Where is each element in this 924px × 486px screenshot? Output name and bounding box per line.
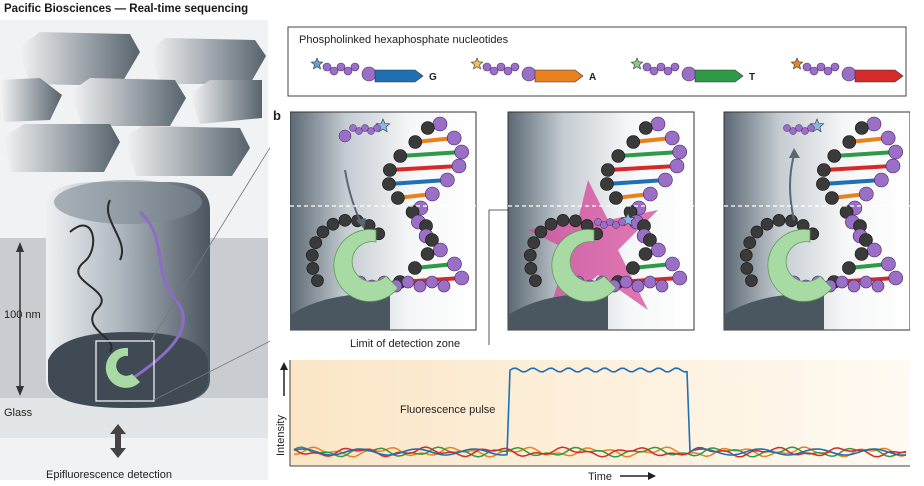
legend-item-a: A — [470, 57, 596, 83]
pulse-label: Fluorescence pulse — [400, 404, 495, 416]
polymerase — [767, 229, 833, 302]
sequencing-frame-3 — [723, 111, 910, 331]
figure-title: Pacific Biosciences — Real-time sequenci… — [4, 3, 249, 15]
detection-zone-label: Limit of detection zone — [350, 338, 461, 350]
detection-zone-pointer — [488, 209, 508, 345]
legend-base-label: G — [429, 72, 437, 83]
template-dna-strand — [69, 224, 113, 353]
polymerase — [333, 229, 399, 302]
panel-a-zmw: 100 nm Glass Epifluorescence detection — [0, 20, 270, 481]
detection-arrow-up — [110, 424, 126, 434]
legend-base-label: T — [749, 72, 755, 83]
polymerase — [551, 229, 617, 302]
fluorescence-pulse-trace — [293, 367, 907, 456]
legend-item-g: G — [310, 57, 437, 83]
motion-arrow — [789, 154, 795, 221]
detection-label: Epifluorescence detection — [46, 469, 172, 481]
nucleotide-legend: Phospholinked hexaphosphate nucleotides … — [287, 26, 907, 97]
legend-frame — [287, 26, 907, 97]
baseline-trace — [293, 446, 906, 458]
legend-item-c: C — [790, 57, 904, 83]
legend-base-label: A — [589, 72, 596, 83]
legend-item-t: T — [630, 57, 755, 83]
glass-label: Glass — [4, 407, 33, 419]
legend-title: Phospholinked hexaphosphate nucleotides — [299, 34, 509, 46]
panel-b-label: b — [273, 108, 281, 123]
intensity-trace: Intensity Time Fluorescence pulse — [275, 360, 910, 483]
zoom-box — [95, 340, 155, 402]
scale-label: 100 nm — [4, 309, 41, 321]
polymerase-small — [105, 347, 140, 388]
panel-b-frames — [290, 111, 910, 331]
x-axis-label: Time — [588, 471, 612, 483]
well-bottom — [48, 332, 208, 408]
baseline-trace — [293, 446, 907, 458]
surface-plates — [0, 32, 266, 176]
y-axis-label: Intensity — [275, 415, 287, 456]
sequencing-frame-1 — [290, 111, 477, 331]
sequencing-frame-2 — [507, 111, 695, 331]
